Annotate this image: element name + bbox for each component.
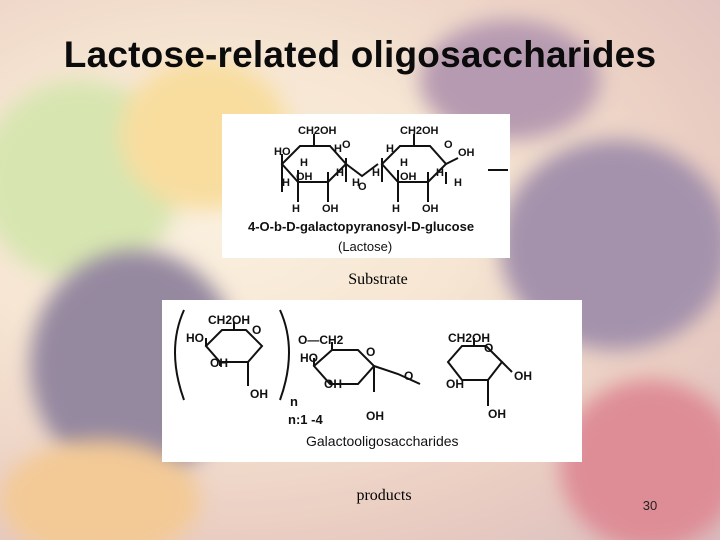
gal-ho-label: HO [274, 146, 291, 158]
h-label: H [292, 203, 300, 215]
red-fruit-shape [560, 380, 720, 540]
h-label: H [386, 143, 394, 155]
gos-ho-label: HO [186, 331, 204, 345]
gos-anomeric-oh-label: OH [514, 369, 532, 383]
gos-oh-label: OH [210, 356, 228, 370]
oh-label: OH [296, 171, 313, 183]
glycosidic-oxygen: O [358, 181, 367, 193]
h-label: H [336, 167, 344, 179]
oh-label: OH [400, 171, 417, 183]
gos-ch2oh-label: CH2OH [208, 313, 250, 327]
gos-oh-label: OH [488, 407, 506, 421]
gos-ch2oh-label: CH2OH [448, 331, 490, 345]
gos-linker-label: O—CH2 [298, 333, 344, 347]
h-label: H [300, 157, 308, 169]
h-label: H [400, 157, 408, 169]
gal-ring-oxygen: O [342, 139, 351, 151]
lactose-common-name: (Lactose) [338, 239, 392, 254]
repeat-n-label: n [290, 394, 298, 409]
h-label: H [334, 143, 342, 155]
gos-ring-oxygen: O [366, 345, 375, 359]
substrate-caption: Substrate [348, 271, 408, 288]
gos-oh-label: OH [250, 387, 268, 401]
gos-ring-oxygen: O [484, 341, 493, 355]
oh-label: OH [322, 203, 339, 215]
h-label: H [392, 203, 400, 215]
gos-ho-label: HO [300, 351, 318, 365]
h-label: H [282, 177, 290, 189]
slide-title: Lactose-related oligosaccharides [63, 34, 657, 75]
lactose-structure-diagram: CH2OH CH2OH HO O O O OH H H H H H H H H … [248, 125, 508, 254]
anomeric-oh-label: OH [458, 147, 475, 159]
gos-glycosidic-oxygen: O [404, 369, 413, 383]
h-label: H [454, 177, 462, 189]
slide-number: 30 [642, 498, 658, 513]
h-label: H [436, 167, 444, 179]
gos-ring-oxygen: O [252, 323, 261, 337]
gal-ch2oh-label: CH2OH [298, 125, 337, 137]
glc-ring-oxygen: O [444, 139, 453, 151]
h-label: H [352, 177, 360, 189]
gos-oh-label: OH [324, 377, 342, 391]
oh-label: OH [422, 203, 439, 215]
repeat-range-label: n:1 -4 [288, 412, 323, 427]
products-caption: products [356, 487, 412, 504]
gos-name: Galactooligosaccharides [306, 433, 459, 449]
gos-structure-diagram: CH2OH O—CH2 CH2OH HO HO O O O O OH OH OH… [174, 309, 532, 449]
lactose-structure-panel: CH2OH CH2OH HO O O O OH H H H H H H H H … [222, 114, 510, 258]
lactose-systematic-name: 4-O-b-D-galactopyranosyl-D-glucose [248, 219, 474, 234]
gos-oh-label: OH [366, 409, 384, 423]
glc-ch2oh-label: CH2OH [400, 125, 439, 137]
h-label: H [372, 167, 380, 179]
gos-oh-label: OH [446, 377, 464, 391]
gos-structure-panel: CH2OH O—CH2 CH2OH HO HO O O O O OH OH OH… [162, 300, 582, 462]
